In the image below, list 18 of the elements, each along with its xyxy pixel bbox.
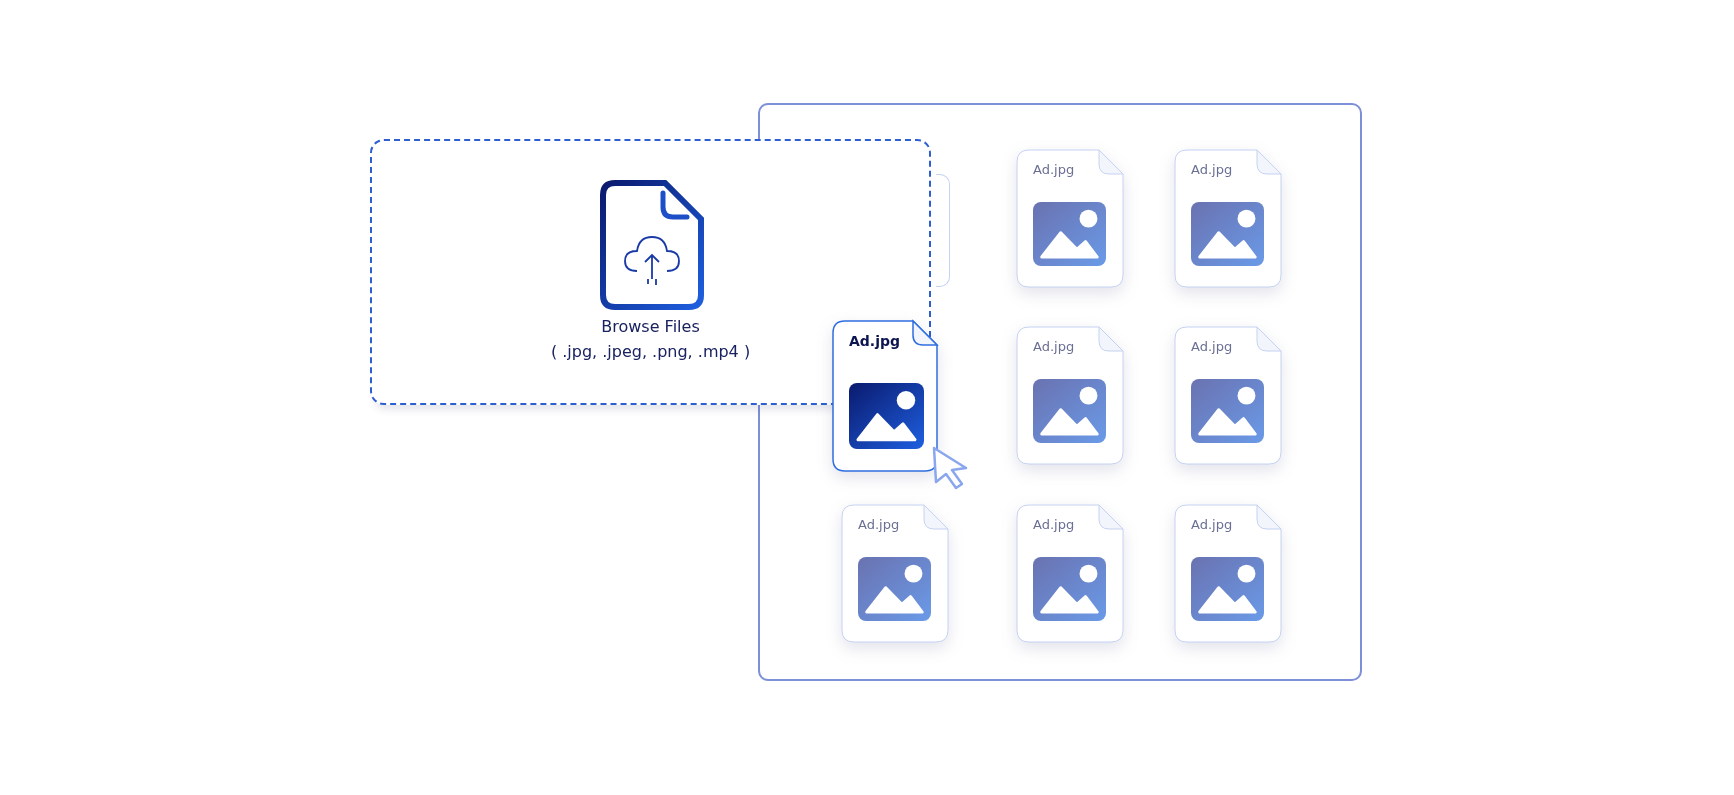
- file-name: Ad.jpg: [1033, 517, 1075, 532]
- file-card: [936, 174, 950, 287]
- upload-label: Browse Files: [600, 317, 701, 336]
- file-card: [1175, 150, 1281, 287]
- file-name: Ad.jpg: [858, 517, 900, 532]
- file-name: Ad.jpg: [1191, 517, 1233, 532]
- file-name: Ad.jpg: [1033, 339, 1075, 354]
- file-name: Ad.jpg: [1191, 339, 1233, 354]
- file-card: [1175, 327, 1281, 464]
- file-name: Ad.jpg: [849, 333, 901, 349]
- file-card: [1017, 327, 1123, 464]
- upload-dropzone: [370, 139, 931, 405]
- file-card: [1175, 505, 1281, 642]
- file-name: Ad.jpg: [1033, 162, 1075, 177]
- file-name: Ad.jpg: [1191, 162, 1233, 177]
- file-card: [842, 505, 948, 642]
- file-card: [1017, 150, 1123, 287]
- file-card: [1017, 505, 1123, 642]
